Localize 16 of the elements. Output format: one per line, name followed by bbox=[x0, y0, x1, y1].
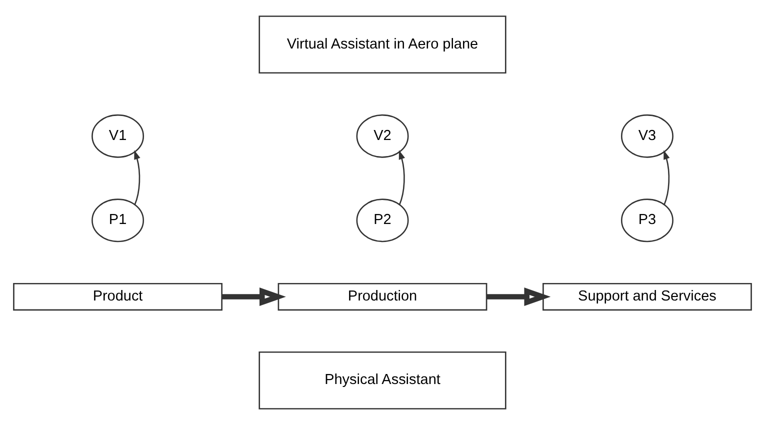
node-box: Product bbox=[13, 282, 222, 310]
node-ellipse: P3 bbox=[620, 198, 674, 242]
arrow bbox=[134, 150, 140, 204]
node-ellipse: V3 bbox=[620, 114, 674, 158]
node-box: Virtual Assistant in Aero plane bbox=[258, 15, 506, 74]
node-box: Production bbox=[278, 282, 488, 310]
node-ellipse: P1 bbox=[92, 198, 144, 242]
node-ellipse: P2 bbox=[356, 198, 409, 242]
arrow bbox=[398, 150, 405, 204]
arrow bbox=[486, 287, 551, 306]
node-ellipse: V1 bbox=[92, 114, 144, 158]
node-box: Physical Assistant bbox=[258, 350, 506, 409]
node-ellipse: V2 bbox=[356, 114, 409, 158]
arrow bbox=[664, 150, 670, 204]
node-box: Support and Services bbox=[542, 282, 752, 310]
arrow bbox=[222, 287, 286, 306]
